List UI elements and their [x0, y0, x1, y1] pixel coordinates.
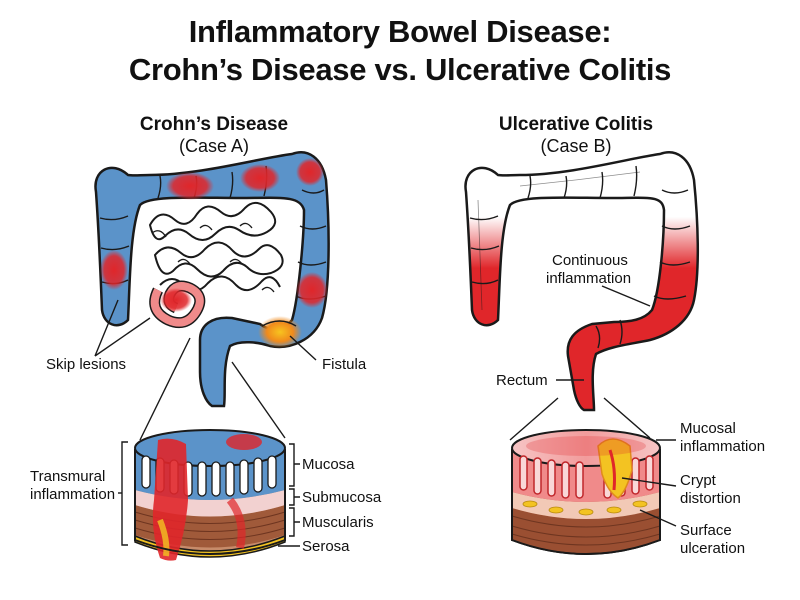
title-line-1: Inflammatory Bowel Disease: [188, 14, 612, 49]
uc-case: (Case B) [540, 136, 612, 156]
label-continuous-1: Continuous [552, 252, 628, 269]
label-surface-1: Surface [680, 522, 732, 539]
crohns-case: (Case A) [178, 136, 250, 156]
title-line-2: Crohn’s Disease vs. Ulcerative Colitis [128, 52, 672, 87]
label-surface-2: ulceration [680, 540, 746, 557]
label-fistula: Fistula [322, 356, 367, 373]
label-rectum: Rectum [496, 372, 548, 389]
label-mucosal-2: inflammation [680, 438, 766, 455]
uc-cross-section [511, 429, 661, 555]
label-transmural-1: Transmural [30, 468, 106, 485]
label-crypt-2: distortion [680, 490, 741, 507]
crohns-heading: Crohn’s Disease [139, 114, 289, 135]
label-skip-lesions: Skip lesions [46, 356, 127, 373]
label-submucosa: Submucosa [302, 489, 382, 506]
crohns-cross-section [134, 429, 286, 561]
uc-colon-body [464, 151, 700, 412]
uc-heading: Ulcerative Colitis [498, 114, 654, 135]
label-continuous-2: inflammation [546, 270, 632, 287]
uc-colon [464, 151, 700, 412]
label-crypt-1: Crypt [680, 472, 716, 489]
label-muscularis: Muscularis [302, 514, 374, 531]
label-mucosa: Mucosa [302, 456, 355, 473]
label-serosa: Serosa [302, 538, 350, 555]
label-mucosal-1: Mucosal [680, 420, 736, 437]
crohns-colon [94, 151, 330, 408]
label-transmural-2: inflammation [30, 486, 116, 503]
